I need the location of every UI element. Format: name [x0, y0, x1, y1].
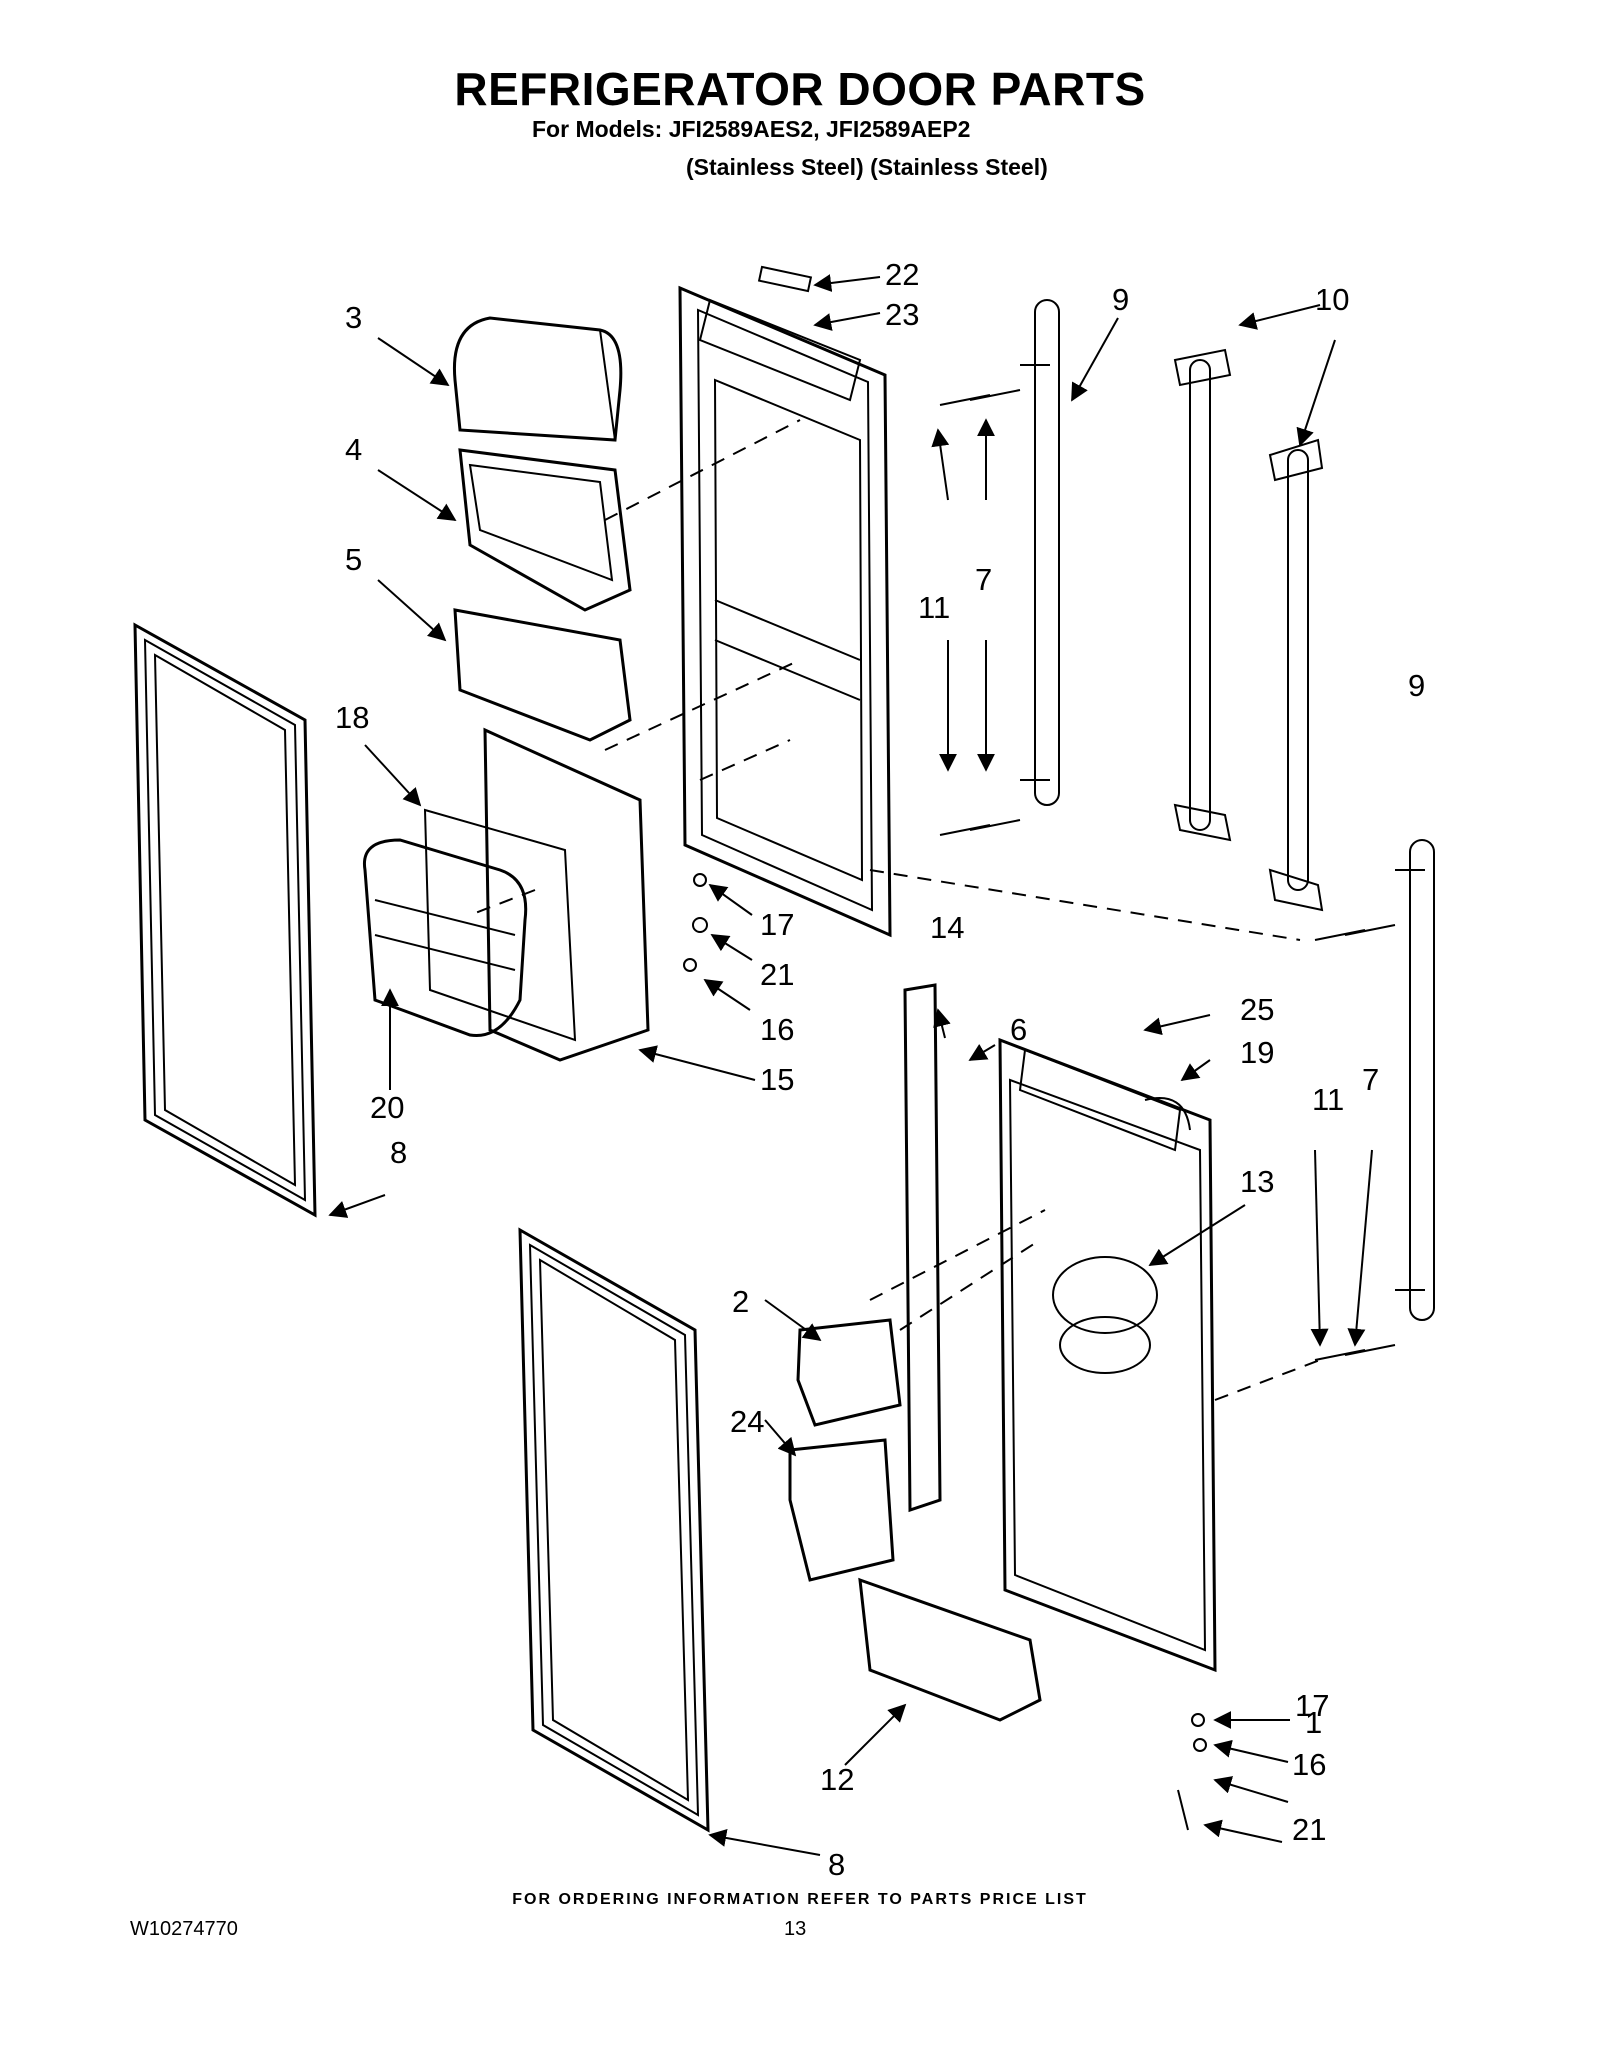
upper-door-liner — [678, 285, 892, 938]
callout-1: 1 — [1305, 1705, 1322, 1740]
handle-trim-a — [1173, 348, 1232, 842]
callout-15: 15 — [760, 1062, 794, 1097]
callout-21b: 21 — [1292, 1812, 1326, 1847]
label-strip — [757, 265, 813, 293]
callout-6: 6 — [1010, 1012, 1027, 1047]
callout-11b: 11 — [1312, 1082, 1344, 1117]
document-id: W10274770 — [130, 1918, 238, 1940]
model-numbers: For Models: JFI2589AES2, JFI2589AEP2 — [532, 116, 971, 142]
door-handle-lower — [1395, 839, 1435, 1321]
page-number: 13 — [784, 1918, 807, 1940]
finish-description: (Stainless Steel) (Stainless Steel) — [686, 154, 1048, 180]
callout-14: 14 — [930, 910, 964, 945]
dairy-bin — [458, 448, 632, 612]
callout-23: 23 — [885, 297, 919, 332]
callout-2: 2 — [732, 1284, 749, 1319]
callout-11a: 11 — [918, 590, 950, 625]
callout-17b: 17 — [1295, 1688, 1329, 1723]
callout-9a: 9 — [1112, 282, 1129, 317]
callout-16a: 16 — [760, 1012, 794, 1047]
page-title: REFRIGERATOR DOOR PARTS — [454, 63, 1146, 115]
door-shelf-lower — [858, 1577, 1042, 1722]
lower-door-liner — [998, 1037, 1217, 1673]
dairy-door-cover — [452, 316, 623, 442]
ice-bin-frame — [423, 808, 577, 1042]
callout-16b: 16 — [1292, 1747, 1326, 1782]
door-bin-small — [796, 1318, 902, 1427]
callout-8b: 8 — [828, 1847, 845, 1882]
callout-9b: 9 — [1408, 668, 1425, 703]
door-bin-medium — [788, 1438, 895, 1582]
callout-18: 18 — [335, 700, 369, 735]
callout-10: 10 — [1315, 282, 1349, 317]
ordering-note: FOR ORDERING INFORMATION REFER TO PARTS … — [512, 1891, 1088, 1908]
callout-7a: 7 — [975, 562, 992, 597]
handle-trim-b — [1268, 438, 1324, 912]
callout-20: 20 — [370, 1090, 404, 1125]
assembly-guides — [469, 419, 1321, 1401]
callout-labels: 1 2 3 4 5 6 7 7 8 8 9 9 10 11 11 12 13 1… — [335, 257, 1425, 1882]
hinge-hardware — [683, 389, 1396, 1831]
callout-7b: 7 — [1362, 1062, 1379, 1097]
door-shelf-upper — [453, 608, 632, 742]
callout-3: 3 — [345, 300, 362, 335]
callout-22: 22 — [885, 257, 919, 292]
leader-lines — [328, 274, 1373, 1856]
callout-21a: 21 — [760, 957, 794, 992]
callout-4: 4 — [345, 432, 362, 467]
callout-12: 12 — [820, 1762, 854, 1797]
callout-19: 19 — [1240, 1035, 1274, 1070]
callout-24: 24 — [730, 1404, 764, 1439]
door-gasket-right — [518, 1227, 710, 1833]
door-trim-strip — [903, 983, 942, 1513]
ice-bin-housing — [483, 727, 650, 1062]
door-handle-upper — [1020, 299, 1060, 806]
door-gasket-left — [133, 622, 317, 1218]
callout-8a: 8 — [390, 1135, 407, 1170]
callout-13: 13 — [1240, 1164, 1274, 1199]
callout-17a: 17 — [760, 907, 794, 942]
callout-5: 5 — [345, 542, 362, 577]
ice-bin-front-cover — [362, 838, 528, 1038]
callout-25: 25 — [1240, 992, 1274, 1027]
